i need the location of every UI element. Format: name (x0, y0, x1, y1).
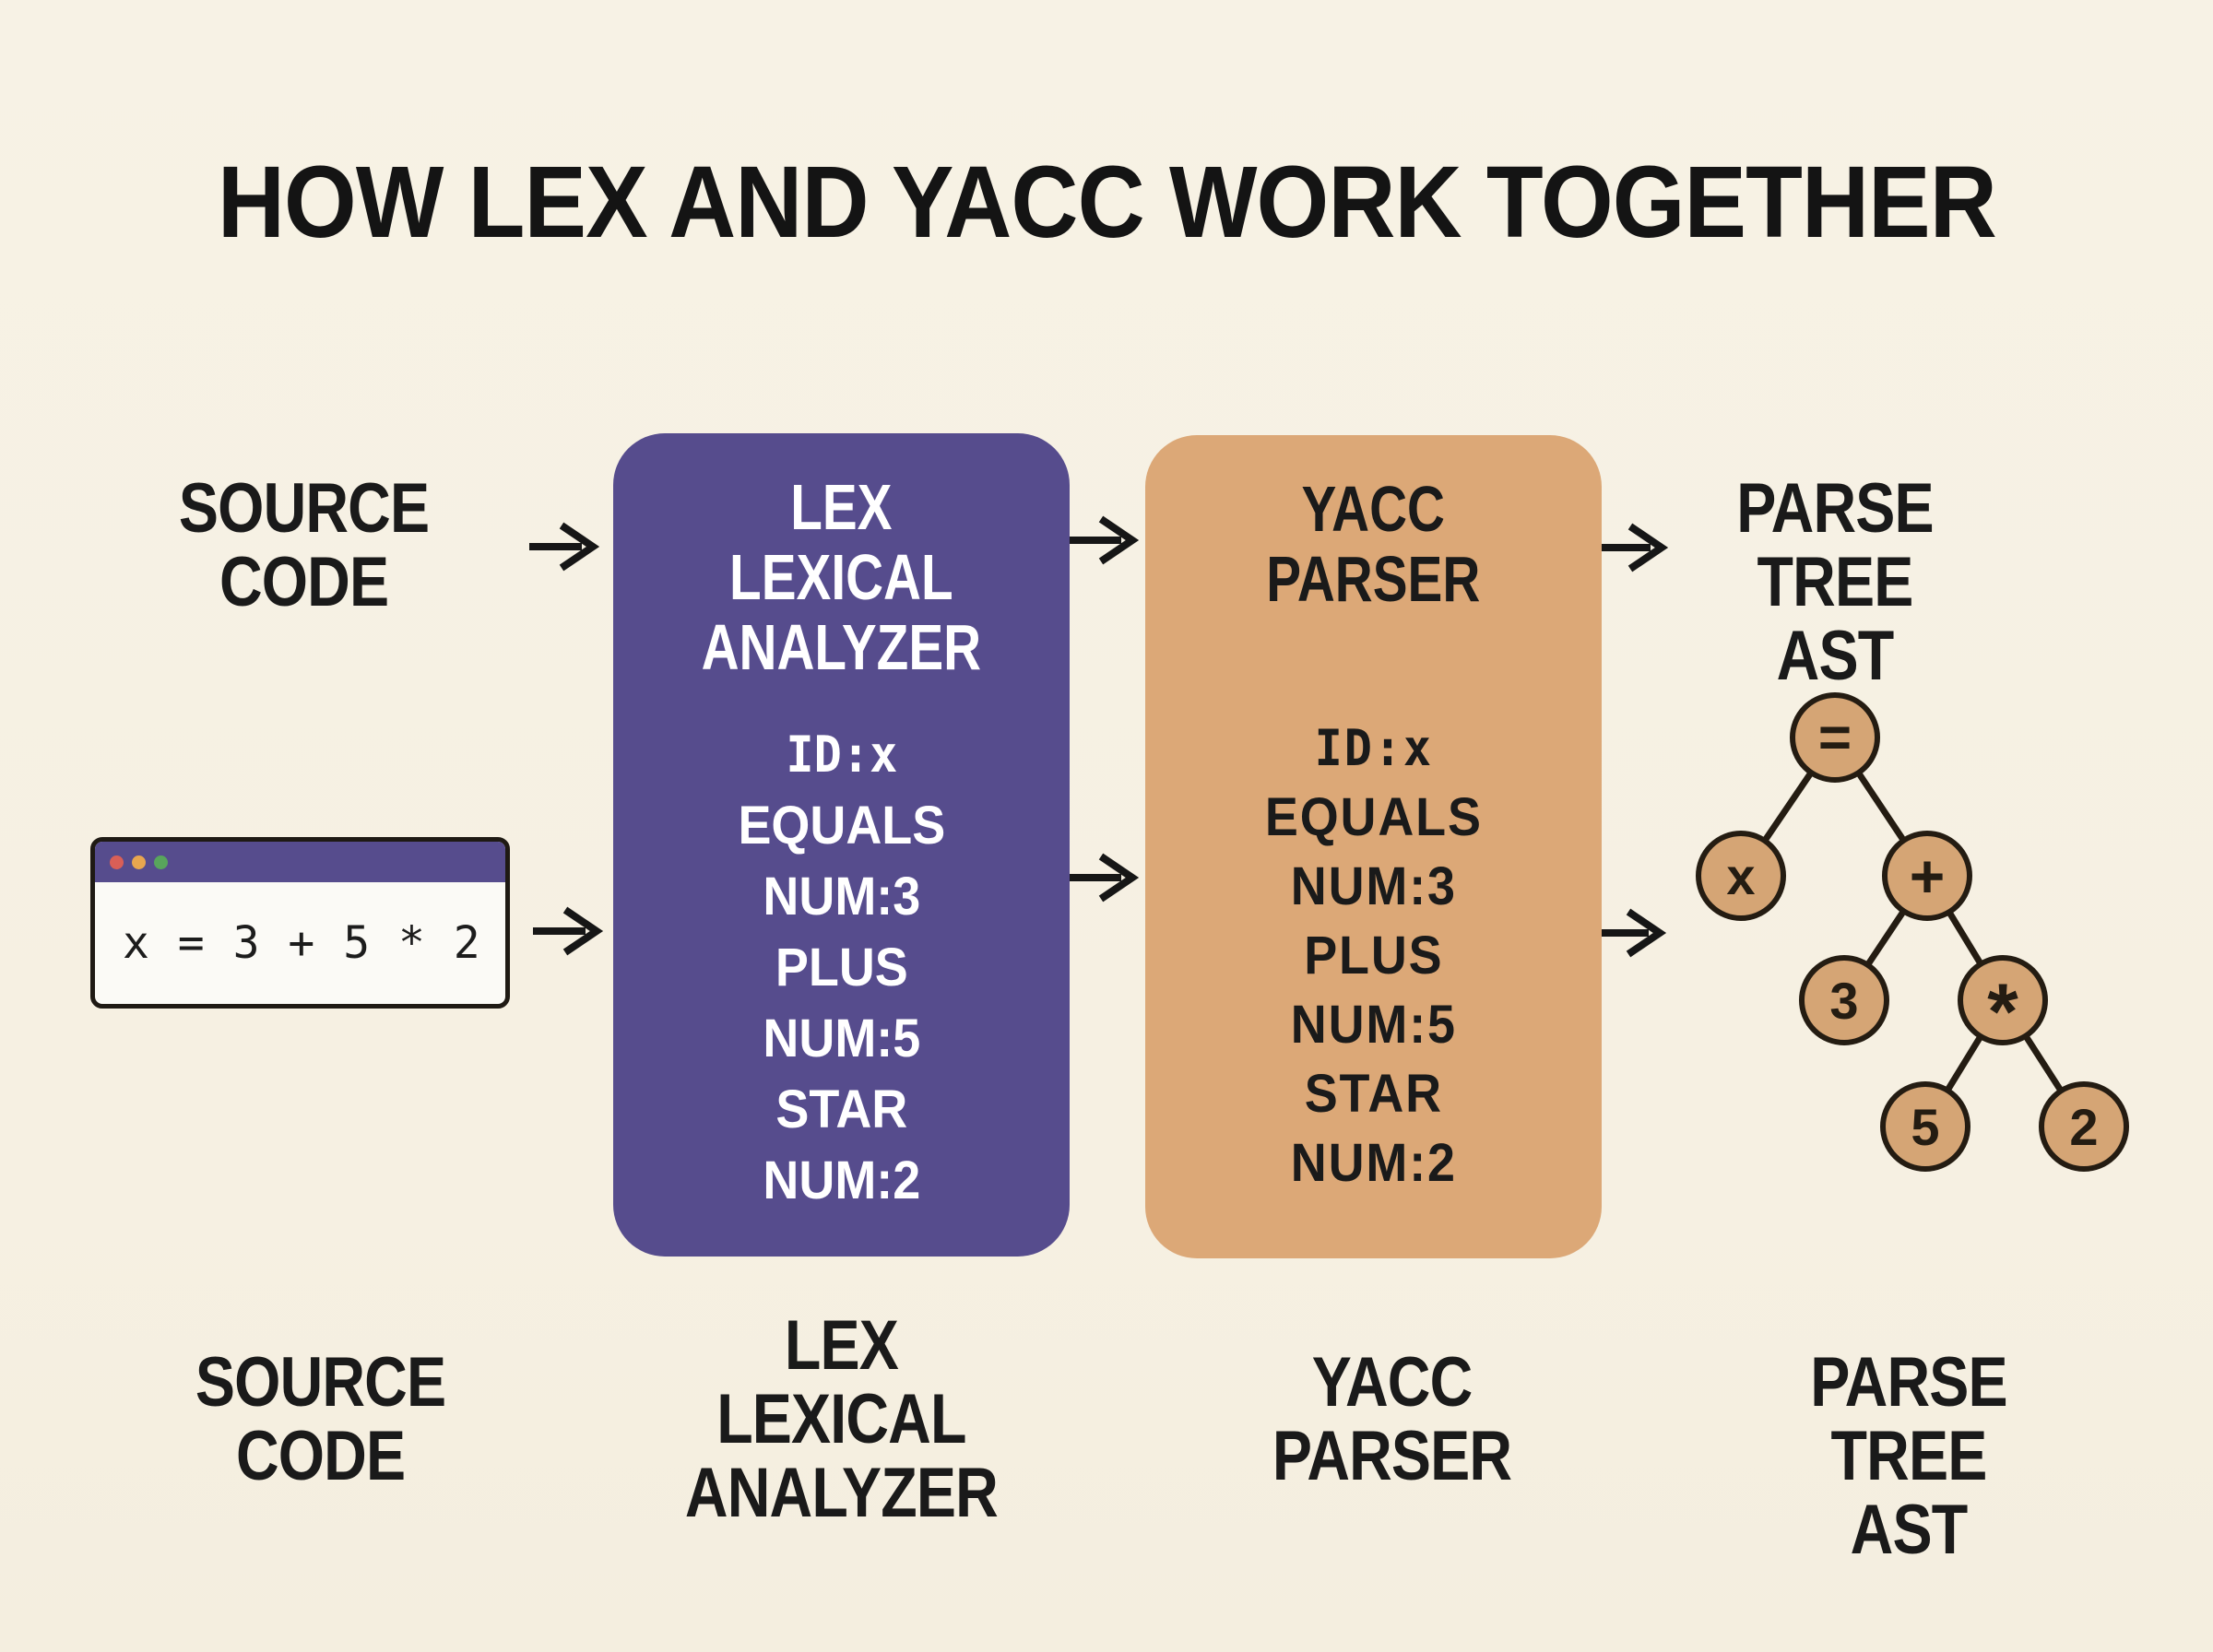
token-item: NUM:3 (763, 867, 920, 926)
label-line: YACC (1312, 1343, 1473, 1422)
tree-node-plus: + (1882, 831, 1972, 921)
yacc-token-lines: ID:x EQUALS NUM:3 PLUS NUM:5 STAR NUM:2 (1265, 714, 1483, 1198)
source-code-label-top-lines: SOURCE CODE (179, 469, 430, 621)
arrow-window-to-lex (530, 903, 608, 959)
token-item: ID:x (786, 726, 897, 784)
arrow-head (559, 522, 600, 572)
lex-token-list: ID:x EQUALS NUM:3 PLUS NUM:5 STAR NUM:2 (613, 719, 1070, 1216)
yacc-label-bottom: YACC PARSER (1185, 1346, 1600, 1493)
source-code-text: x = 3 + 5 * 2 (123, 917, 481, 969)
label-line: ANALYZER (701, 611, 982, 683)
label-line: LEXICAL (716, 1380, 966, 1458)
label-line: SOURCE (179, 469, 430, 548)
label-line: CODE (219, 543, 389, 621)
arrow-yacc-to-tree-top (1595, 520, 1673, 575)
parse-tree-label-bottom-lines: PARSE TREE AST (1733, 1346, 2086, 1567)
label-line: LEXICAL (729, 541, 953, 613)
label-line: PARSE TREE (1736, 469, 1934, 621)
lex-label-bottom: LEX LEXICAL ANALYZER (633, 1309, 1048, 1530)
tree-node-equals: = (1790, 692, 1880, 783)
label-line: PARSE TREE (1810, 1343, 2007, 1495)
label-line: AST (1850, 1491, 1968, 1569)
right-arrow-icon (1598, 523, 1669, 572)
label-line: SOURCE (195, 1343, 446, 1422)
token-item: NUM:5 (763, 1009, 920, 1068)
lex-box-title-lines: LEX LEXICAL ANALYZER (702, 472, 981, 682)
arrow-lex-to-yacc-top (1066, 513, 1143, 568)
label-line: AST (1776, 617, 1894, 695)
token-item: STAR (1304, 1064, 1443, 1124)
parse-tree-label-bottom: PARSE TREE AST (1701, 1346, 2116, 1567)
parse-tree-label-top-lines: PARSE TREE AST (1659, 472, 2012, 693)
label-line: PARSER (1266, 543, 1481, 615)
token-item: NUM:2 (1290, 1133, 1457, 1193)
yacc-parser-box: YACC PARSER ID:x EQUALS NUM:3 PLUS NUM:5… (1145, 435, 1602, 1258)
token-item: STAR (775, 1080, 907, 1139)
token-item: PLUS (775, 938, 908, 997)
yacc-box-title: YACC PARSER (1145, 474, 1602, 614)
page-title-text: HOW LEX AND YACC WORK TOGETHER (217, 146, 1996, 259)
tree-node-5: 5 (1880, 1081, 1970, 1172)
source-code-label-top: SOURCE CODE (97, 472, 512, 620)
tree-node-2: 2 (2039, 1081, 2129, 1172)
tree-node-3: 3 (1799, 955, 1889, 1045)
tree-node-star: * (1958, 955, 2048, 1056)
right-arrow-icon (1069, 515, 1140, 565)
label-line: ANALYZER (684, 1454, 999, 1532)
token-item: PLUS (1303, 926, 1444, 985)
source-code-label-bottom: SOURCE CODE (113, 1346, 528, 1493)
source-code-label-bottom-lines: SOURCE CODE (195, 1343, 446, 1495)
token-item: ID:x (1314, 719, 1433, 777)
arrow-head (1098, 853, 1140, 903)
parse-tree-label-top: PARSE TREE AST (1627, 472, 2042, 693)
yacc-token-list: ID:x EQUALS NUM:3 PLUS NUM:5 STAR NUM:2 (1145, 714, 1602, 1198)
window-minimize-dot-icon (132, 855, 146, 869)
token-item: NUM:2 (763, 1150, 920, 1210)
label-line: PARSER (1272, 1417, 1512, 1495)
right-arrow-icon (533, 906, 604, 956)
arrow-head (1627, 523, 1669, 572)
right-arrow-icon (1069, 853, 1140, 903)
window-titlebar (95, 842, 505, 882)
token-item: EQUALS (738, 796, 945, 856)
source-code-window: x = 3 + 5 * 2 (90, 837, 510, 1009)
label-line: YACC (1301, 473, 1446, 545)
yacc-label-bottom-lines: YACC PARSER (1272, 1343, 1512, 1495)
token-item: NUM:5 (1290, 995, 1457, 1055)
arrow-head (1626, 908, 1667, 958)
page-title: HOW LEX AND YACC WORK TOGETHER (0, 149, 2213, 256)
window-maximize-dot-icon (154, 855, 168, 869)
lex-token-lines: ID:x EQUALS NUM:3 PLUS NUM:5 STAR NUM:2 (738, 719, 945, 1216)
token-item: NUM:3 (1290, 856, 1457, 916)
token-item: EQUALS (1264, 787, 1483, 847)
yacc-box-title-lines: YACC PARSER (1266, 474, 1480, 614)
right-arrow-icon (1596, 908, 1667, 958)
tree-node-x: x (1696, 831, 1786, 921)
arrow-lex-to-yacc-mid (1066, 850, 1143, 905)
arrow-source-to-lex (527, 519, 604, 574)
lex-analyzer-box: LEX LEXICAL ANALYZER ID:x EQUALS NUM:3 P… (613, 433, 1070, 1257)
label-line: LEX (790, 471, 893, 543)
lex-label-bottom-lines: LEX LEXICAL ANALYZER (684, 1306, 999, 1532)
window-body: x = 3 + 5 * 2 (95, 882, 505, 1004)
label-line: CODE (236, 1417, 406, 1495)
window-close-dot-icon (110, 855, 124, 869)
label-line: LEX (784, 1306, 898, 1385)
arrow-head (1098, 515, 1140, 565)
right-arrow-icon (529, 522, 600, 572)
arrow-yacc-to-tree-mid (1593, 905, 1671, 961)
arrow-head (562, 906, 604, 956)
lex-box-title: LEX LEXICAL ANALYZER (613, 472, 1070, 682)
